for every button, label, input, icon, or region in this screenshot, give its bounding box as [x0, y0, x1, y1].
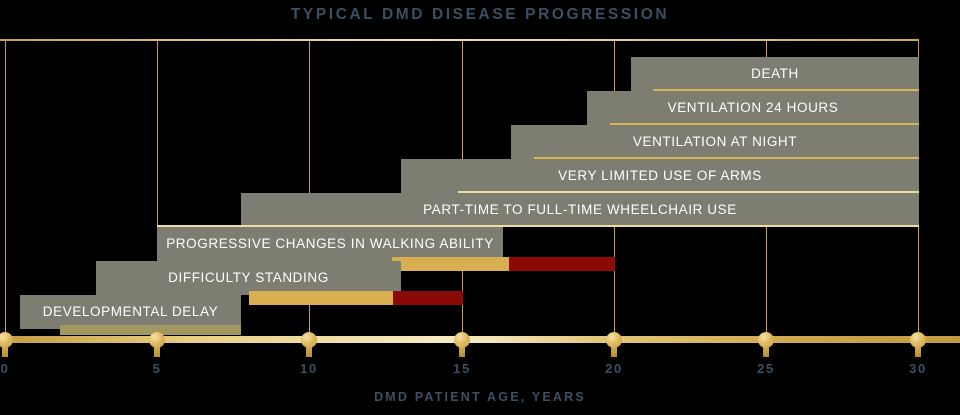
gridline-age-0 [5, 41, 6, 336]
tick-stem-25 [763, 343, 769, 357]
bar-wheelchair-use[interactable] [241, 193, 919, 227]
bar-ventilation-24-hours[interactable] [587, 91, 919, 125]
tick-stem-10 [306, 343, 312, 357]
gridline-age-10 [309, 41, 310, 336]
plot-top-rule [0, 39, 919, 41]
tick-knob-5[interactable] [149, 332, 165, 348]
tick-knob-30[interactable] [910, 332, 926, 348]
tick-label-20: 20 [605, 361, 623, 376]
bar-label-death: DEATH [751, 66, 799, 81]
bar-very-limited-use-of-arms[interactable] [401, 159, 919, 193]
bar-developmental-delay[interactable] [20, 295, 241, 329]
tick-knob-15[interactable] [454, 332, 470, 348]
tick-knob-25[interactable] [758, 332, 774, 348]
bar-label-developmental-delay: DEVELOPMENTAL DELAY [42, 304, 219, 319]
tick-knob-10[interactable] [301, 332, 317, 348]
segment-gold-standing [249, 291, 393, 305]
bar-death[interactable] [631, 57, 919, 91]
tick-label-10: 10 [300, 361, 318, 376]
bar-ventilation-at-night[interactable] [511, 125, 919, 159]
tick-label-30: 30 [909, 361, 927, 376]
bar-label-ventilation-24-hours: VENTILATION 24 HOURS [667, 100, 839, 115]
bar-underline-ventilation-24-hours [610, 123, 919, 125]
bar-progressive-changes-walking[interactable] [157, 227, 503, 261]
segment-red-walking [509, 257, 615, 271]
tick-stem-20 [611, 343, 617, 357]
segment-gold-developmental-delay [60, 325, 241, 335]
bar-underline-ventilation-at-night [534, 157, 919, 159]
tick-knob-20[interactable] [606, 332, 622, 348]
segment-red-standing [393, 291, 463, 305]
tick-label-5: 5 [152, 361, 162, 376]
tick-label-0: 0 [0, 361, 10, 376]
x-axis-title: DMD PATIENT AGE, YEARS [374, 390, 586, 404]
tick-stem-0 [2, 343, 8, 357]
tick-stem-5 [154, 343, 160, 357]
bar-label-progressive-changes-walking: PROGRESSIVE CHANGES IN WALKING ABILITY [166, 236, 494, 251]
page-title: TYPICAL DMD DISEASE PROGRESSION [290, 6, 670, 23]
bar-label-ventilation-at-night: VENTILATION AT NIGHT [632, 134, 798, 149]
bar-label-wheelchair-use: PART-TIME TO FULL-TIME WHEELCHAIR USE [423, 202, 737, 217]
bar-label-very-limited-use-of-arms: VERY LIMITED USE OF ARMS [558, 168, 762, 183]
tick-label-25: 25 [757, 361, 775, 376]
bar-underline-death [653, 89, 919, 91]
tick-knob-0[interactable] [0, 332, 13, 348]
bar-difficulty-standing[interactable] [96, 261, 401, 295]
bar-underline-wheelchair-use [157, 225, 919, 227]
tick-label-15: 15 [453, 361, 471, 376]
x-axis-line [0, 336, 960, 343]
tick-stem-15 [459, 343, 465, 357]
tick-stem-30 [915, 343, 921, 357]
bar-underline-very-limited-use-of-arms [458, 191, 919, 193]
segment-gold-walking [392, 257, 509, 271]
gridline-age-5 [157, 41, 158, 336]
bar-label-difficulty-standing: DIFFICULTY STANDING [168, 270, 329, 285]
